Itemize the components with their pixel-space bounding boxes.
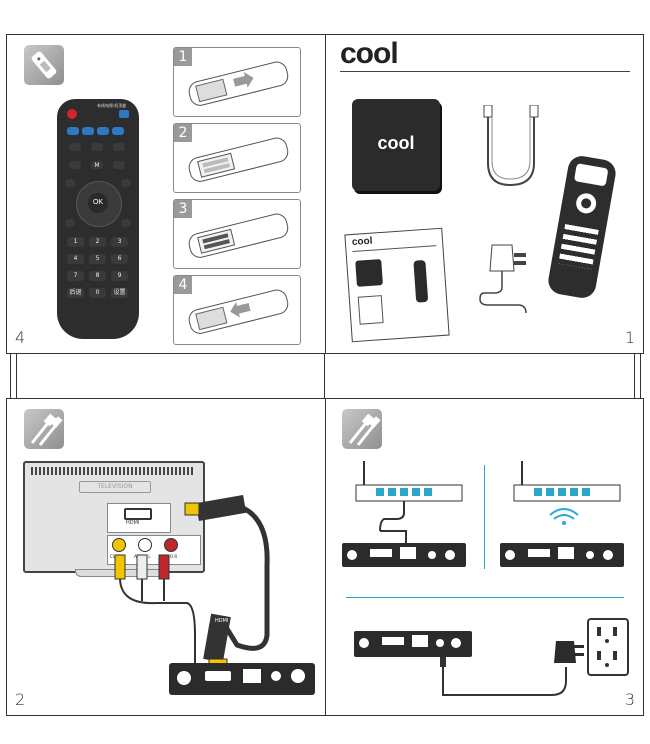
hdmi-cable-label: HDMI xyxy=(215,618,229,624)
power-adapter-illustration xyxy=(479,244,527,314)
step-3-box: 3 xyxy=(173,199,301,269)
step-number: 2 xyxy=(174,124,192,142)
fold-strip xyxy=(6,354,644,398)
remote-small xyxy=(546,153,618,301)
divider-vertical xyxy=(484,465,485,569)
wired-connection-illustration xyxy=(342,461,466,567)
hdmi-port-label: HDMI xyxy=(126,520,140,526)
wifi-connection-illustration xyxy=(500,461,624,567)
step-1-box: 1 xyxy=(173,47,301,117)
cable-badge-icon xyxy=(342,409,382,449)
digit-key: 2 xyxy=(89,237,106,247)
step-number: 3 xyxy=(174,200,192,218)
panel-tv-connection: TELEVISION HDMI CVBS AUDIO L AUDIO R HDM… xyxy=(6,398,326,716)
television-label: TELEVISION xyxy=(79,481,151,493)
tv-cables-illustration xyxy=(114,495,270,672)
digit-key: 5 xyxy=(89,254,106,264)
divider-horizontal xyxy=(346,597,624,598)
digit-key: 4 xyxy=(67,254,84,264)
m-key: M xyxy=(91,161,103,169)
digit-key: 9 xyxy=(111,271,128,281)
remote-badge-icon xyxy=(24,45,64,85)
panel-network-power: 3 xyxy=(325,398,644,716)
tv-box-ports xyxy=(169,663,315,695)
panel-box-contents: cool cool cool 1 xyxy=(325,34,644,354)
tv-box: cool xyxy=(352,99,440,191)
digit-key: 1 xyxy=(67,237,84,247)
logo-underline xyxy=(340,71,630,72)
settings-key: 设置 xyxy=(111,288,128,298)
stb-button xyxy=(119,110,129,118)
page-number: 1 xyxy=(624,328,635,347)
page-number: 2 xyxy=(15,690,26,709)
ok-button: OK xyxy=(88,193,108,213)
power-connection-illustration xyxy=(354,618,629,696)
digit-key: 3 xyxy=(111,237,128,247)
page-number: 4 xyxy=(15,328,26,347)
box-logo: cool xyxy=(377,133,415,153)
step-number: 1 xyxy=(174,48,192,66)
digit-key: 8 xyxy=(89,271,106,281)
step-number: 4 xyxy=(174,276,192,294)
digit-key: 6 xyxy=(111,254,128,264)
step-4-box: 4 xyxy=(173,275,301,345)
brand-logo: cool xyxy=(340,37,399,70)
back-key: 后退 xyxy=(67,288,84,298)
hdmi-cable-illustration xyxy=(483,105,539,187)
digit-key: 7 xyxy=(67,271,84,281)
page-number: 3 xyxy=(624,690,635,709)
manual-illustration: cool xyxy=(344,227,450,343)
cable-badge-icon xyxy=(24,409,64,449)
manual-logo: cool xyxy=(351,235,373,249)
tv-port-panel: HDMI xyxy=(107,503,171,533)
remote-top-label: 有线电视/机顶盒 xyxy=(97,103,127,108)
power-button xyxy=(67,109,77,119)
step-2-box: 2 xyxy=(173,123,301,193)
panel-remote-batteries: 有线电视/机顶盒 M OK 1 2 3 4 5 6 7 8 9 后退 0 设置 … xyxy=(6,34,326,354)
remote-control: 有线电视/机顶盒 M OK 1 2 3 4 5 6 7 8 9 后退 0 设置 xyxy=(57,99,139,339)
digit-key: 0 xyxy=(89,288,106,298)
